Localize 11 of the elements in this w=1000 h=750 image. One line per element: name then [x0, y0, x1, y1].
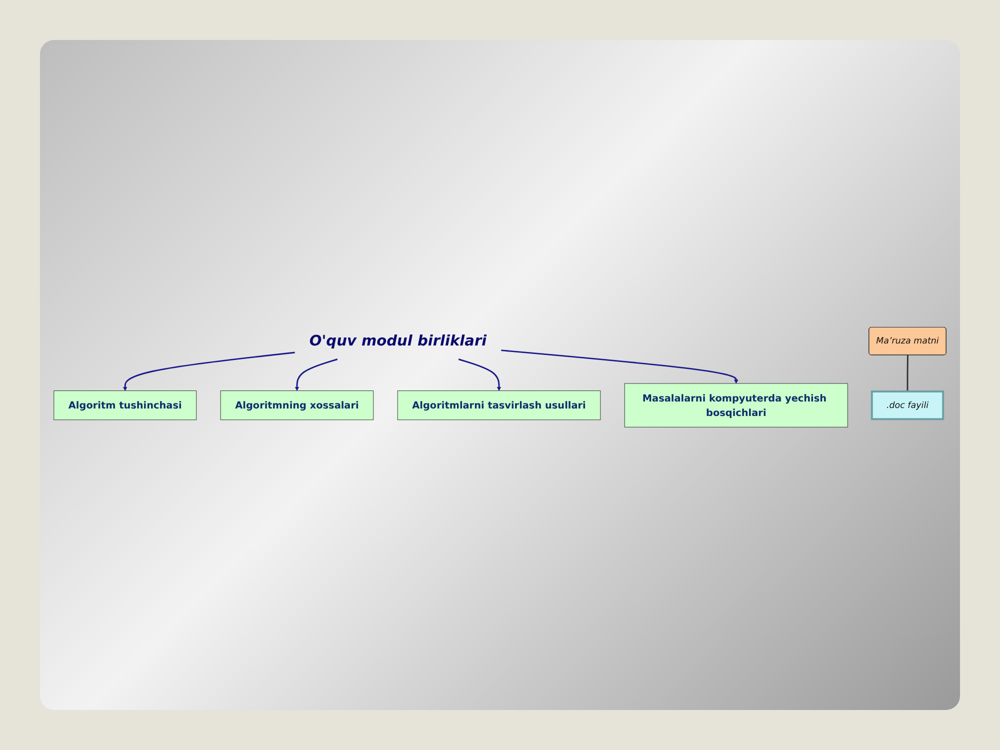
node-box: Algoritmlarni tasvirlash usullari — [397, 390, 601, 420]
node-box: Algoritmning xossalari — [220, 390, 374, 420]
node-box: Masalalarni kompyuterda yechish bosqichlari — [624, 383, 848, 428]
arrow — [501, 350, 738, 384]
node-text: O'quv modul birliklari — [309, 332, 487, 350]
node-box: Algoritm tushinchasi — [54, 390, 197, 420]
node-box: .doc fayili — [870, 390, 944, 420]
arrow — [122, 352, 295, 391]
arrow — [458, 358, 502, 391]
connector — [906, 355, 908, 392]
arrow — [294, 358, 338, 391]
